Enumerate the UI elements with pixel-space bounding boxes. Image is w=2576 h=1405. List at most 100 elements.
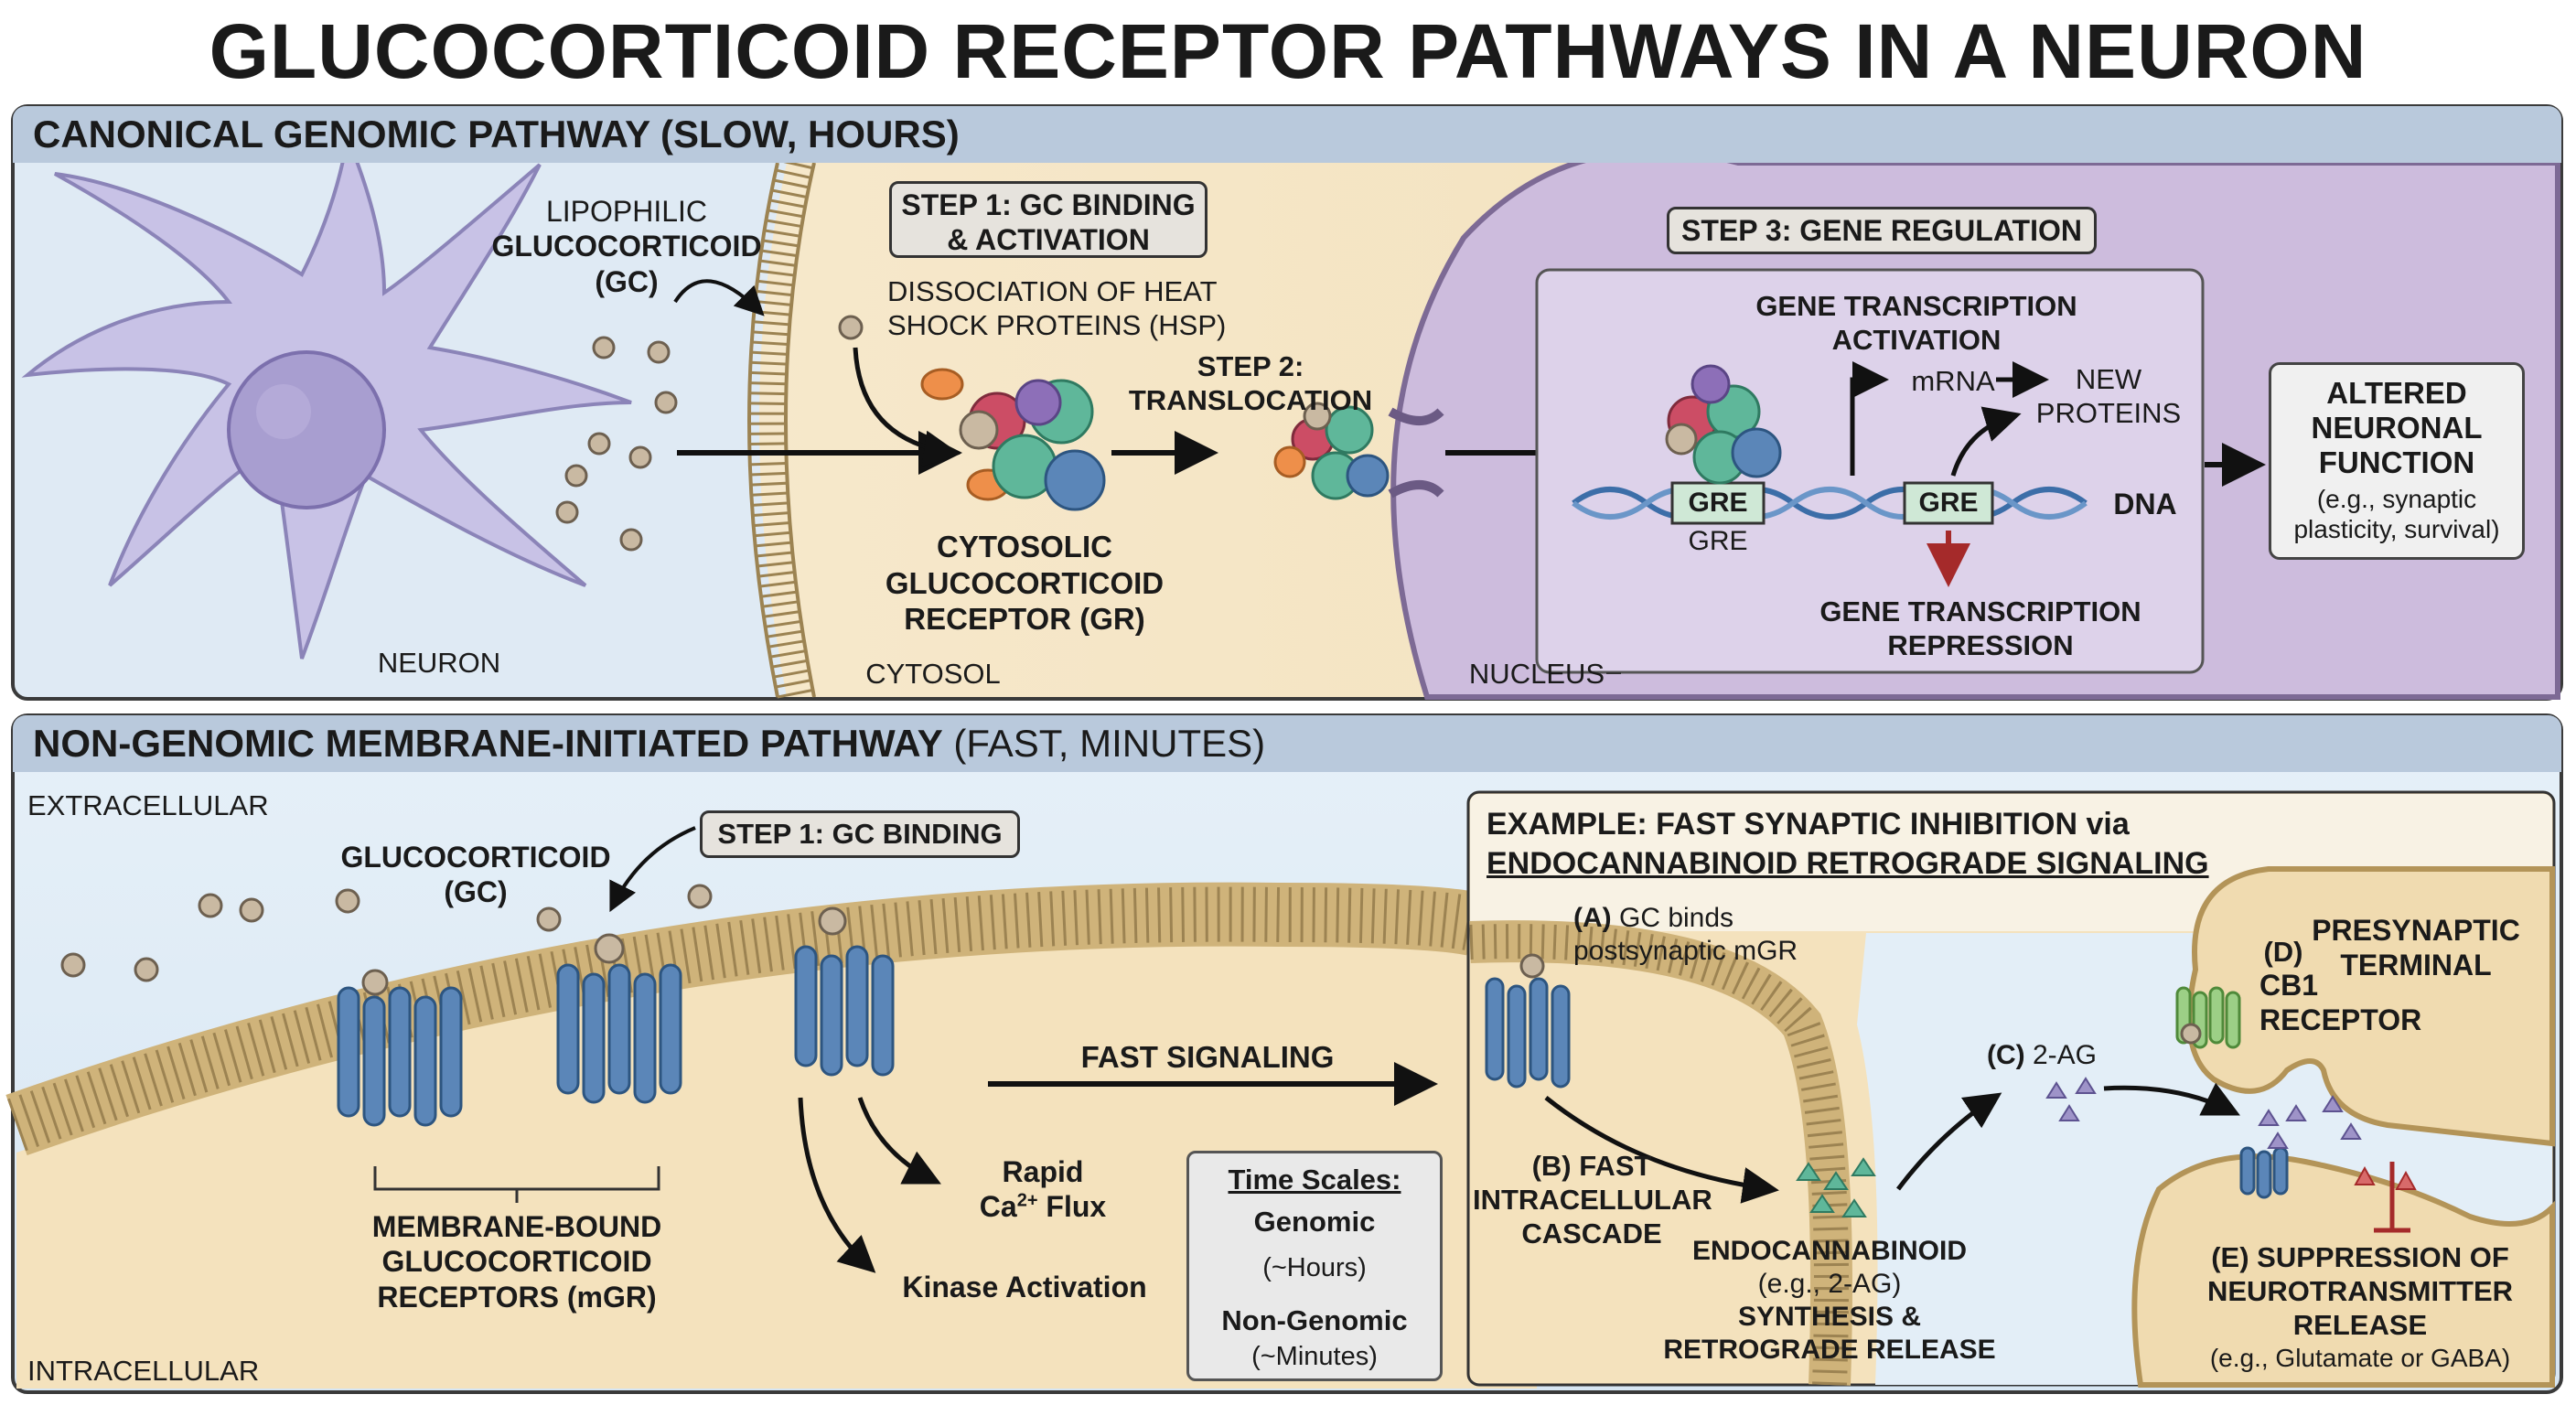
endo-eg: (e.g., 2-AG) [1757, 1269, 1902, 1299]
step-d-label: (D) [2263, 936, 2303, 968]
hsp-line1: DISSOCIATION OF HEAT [887, 275, 1218, 307]
ca-flux-line: Ca2+ Flux [979, 1190, 1107, 1224]
genomic-panel [11, 104, 2563, 701]
mgr-label: MEMBRANE-BOUND GLUCOCORTICOID RECEPTORS … [357, 1209, 677, 1314]
altered-example-line1: (e.g., synaptic [2316, 484, 2477, 513]
e-line3: RELEASE [2292, 1309, 2428, 1342]
mgr-line2: GLUCOCORTICOID [381, 1245, 652, 1279]
cytosolic-gr-label: CYTOSOLIC GLUCOCORTICOID RECEPTOR (GR) [869, 529, 1180, 638]
mrna-label: mRNA [1911, 365, 1995, 397]
gc-label-line3: (GC) [595, 264, 659, 298]
nongenomic-panel-header: NON-GENOMIC MEMBRANE-INITIATED PATHWAY (… [13, 715, 2561, 772]
new-proteins-line2: PROTEINS [2035, 397, 2182, 430]
gc-label-line2: GLUCOCORTICOID [491, 230, 762, 263]
a-text-line1: GC binds [1619, 903, 1734, 933]
presynaptic-terminal [2186, 866, 2555, 1147]
step3-gene-regulation-box: STEP 3: GENE REGULATION [1667, 207, 2097, 254]
c-text: 2-AG [2033, 1040, 2098, 1070]
gc-molecules [555, 315, 864, 552]
gr-line3: RECEPTOR (GR) [904, 602, 1145, 637]
altered-line2: NEURONAL [2311, 410, 2483, 445]
e-example: (e.g., Glutamate or GABA) [2209, 1343, 2511, 1372]
nongenomic-panel [5, 713, 2563, 1394]
e-line1: (E) SUPPRESSION OF [2211, 1241, 2509, 1273]
e-line2: NEUROTRANSMITTER [2206, 1275, 2514, 1308]
step-c-label: (C) 2-AG [1987, 1039, 2115, 1072]
endo-line1: ENDOCANNABINOID [1692, 1236, 1967, 1266]
step2-translocation-label: STEP 2: TRANSLOCATION [1118, 349, 1383, 417]
neuron-cell [21, 130, 632, 660]
timescale-title: Time Scales: [1228, 1164, 1401, 1196]
rapid-text: Rapid [1002, 1155, 1084, 1188]
gre-box-2-label: GRE [1918, 488, 1979, 518]
rapid-ca-flux-label: Rapid Ca2+ Flux [951, 1154, 1134, 1225]
gre-caption: GRE [1688, 526, 1748, 556]
gc-label-line1: LIPOPHILIC [545, 195, 708, 228]
step1-line2: & ACTIVATION [947, 223, 1150, 257]
timescale-genomic-time: (~Hours) [1262, 1253, 1367, 1282]
example-title-line2: ENDOCANNABINOID RETROGRADE SIGNALING [1487, 845, 2209, 881]
translocated-gr [1273, 402, 1390, 500]
hsp-dissociation-label: DISSOCIATION OF HEAT SHOCK PROTEINS (HSP… [887, 274, 1253, 342]
endo-line4: RETROGRADE RELEASE [1663, 1335, 1996, 1365]
timescale-nongenomic-time: (~Minutes) [1251, 1342, 1378, 1371]
transcription-repression-label: GENE TRANSCRIPTION REPRESSION [1793, 595, 2168, 662]
activation-line2: ACTIVATION [1831, 324, 2002, 357]
mgr-receptors [337, 906, 895, 1127]
ng-gc-line1: GLUCOCORTICOID [340, 841, 611, 874]
mgr-line3: RECEPTORS (mGR) [377, 1280, 657, 1314]
genomic-panel-header: CANONICAL GENOMIC PATHWAY (SLOW, HOURS) [13, 106, 2561, 163]
gr-line2: GLUCOCORTICOID [885, 565, 1165, 600]
endocannabinoid-label: ENDOCANNABINOID (e.g., 2-AG) SYNTHESIS &… [1647, 1235, 2012, 1367]
kinase-activation-label: Kinase Activation [902, 1271, 1147, 1303]
mgr-line1: MEMBRANE-BOUND [371, 1210, 662, 1243]
gr-line1: CYTOSOLIC [937, 530, 1112, 563]
new-proteins-label: NEW PROTEINS [2031, 362, 2186, 430]
timescale-genomic: Genomic [1253, 1206, 1376, 1238]
presynaptic-terminal-label: PRESYNAPTIC TERMINAL [2302, 913, 2530, 983]
intracellular-label: INTRACELLULAR [27, 1355, 260, 1387]
presynaptic-line2: TERMINAL [2340, 949, 2492, 982]
b-line1: (B) FAST [1531, 1150, 1652, 1182]
new-proteins-line1: NEW [2075, 363, 2142, 395]
nongenomic-header-bold: NON-GENOMIC MEMBRANE-INITIATED PATHWAY [33, 722, 943, 765]
nucleus-label: NUCLEUS [1468, 658, 1605, 690]
dna-helix [1572, 481, 2088, 525]
a-letter: (A) [1573, 903, 1612, 933]
transcription-activation-label: GENE TRANSCRIPTION ACTIVATION [1729, 289, 2104, 357]
step-a-label: (A) GC binds postsynaptic mGR [1573, 902, 1866, 968]
repression-line2: REPRESSION [1887, 629, 2074, 662]
extracellular-label: EXTRACELLULAR [27, 789, 269, 821]
neuron-label: NEURON [377, 647, 501, 679]
timescale-nongenomic: Non-Genomic [1221, 1304, 1408, 1336]
nongenomic-gc-label: GLUCOCORTICOID (GC) [338, 840, 613, 910]
cb1-line2: RECEPTOR [2259, 1003, 2422, 1037]
ng-gc-line2: (GC) [444, 875, 508, 909]
cb1-receptor [2175, 986, 2241, 1049]
b-line3: CASCADE [1521, 1217, 1662, 1250]
altered-line3: FUNCTION [2318, 445, 2475, 479]
fast-signaling-label: FAST SIGNALING [1080, 1040, 1335, 1074]
cb1-line1: CB1 [2259, 969, 2319, 1002]
b-line2: INTRACELLULAR [1473, 1184, 1712, 1217]
altered-line1: ALTERED [2326, 376, 2467, 410]
step-b-label: (B) FAST INTRACELLULAR CASCADE [1473, 1149, 1712, 1251]
example-title: EXAMPLE: FAST SYNAPTIC INHIBITION via EN… [1487, 805, 2493, 883]
c-letter: (C) [1987, 1040, 2025, 1070]
step1-line1: STEP 1: GC BINDING [901, 188, 1196, 221]
hsp-line2: SHOCK PROTEINS (HSP) [887, 309, 1227, 342]
step1-genomic-box: STEP 1: GC BINDING & ACTIVATION [889, 181, 1208, 258]
lipophilic-gc-label: LIPOPHILIC GLUCOCORTICOID (GC) [476, 194, 778, 299]
time-scales-box: Time Scales: Genomic (~Hours) Non-Genomi… [1186, 1151, 1443, 1381]
step2-line1: STEP 2: [1197, 350, 1304, 382]
step-e-label: (E) SUPPRESSION OF NEUROTRANSMITTER RELE… [2177, 1240, 2543, 1373]
cytosol-label: CYTOSOL [865, 658, 1001, 690]
nongenomic-header-rest: (FAST, MINUTES) [942, 722, 1266, 765]
altered-function-box: ALTERED NEURONAL FUNCTION (e.g., synapti… [2269, 362, 2525, 560]
flux-text: Flux [1046, 1190, 1107, 1224]
gr-complex [920, 368, 1106, 511]
endo-line3: SYNTHESIS & [1737, 1302, 1922, 1332]
page-title: GLUCOCORTICOID RECEPTOR PATHWAYS IN A NE… [209, 8, 2367, 94]
